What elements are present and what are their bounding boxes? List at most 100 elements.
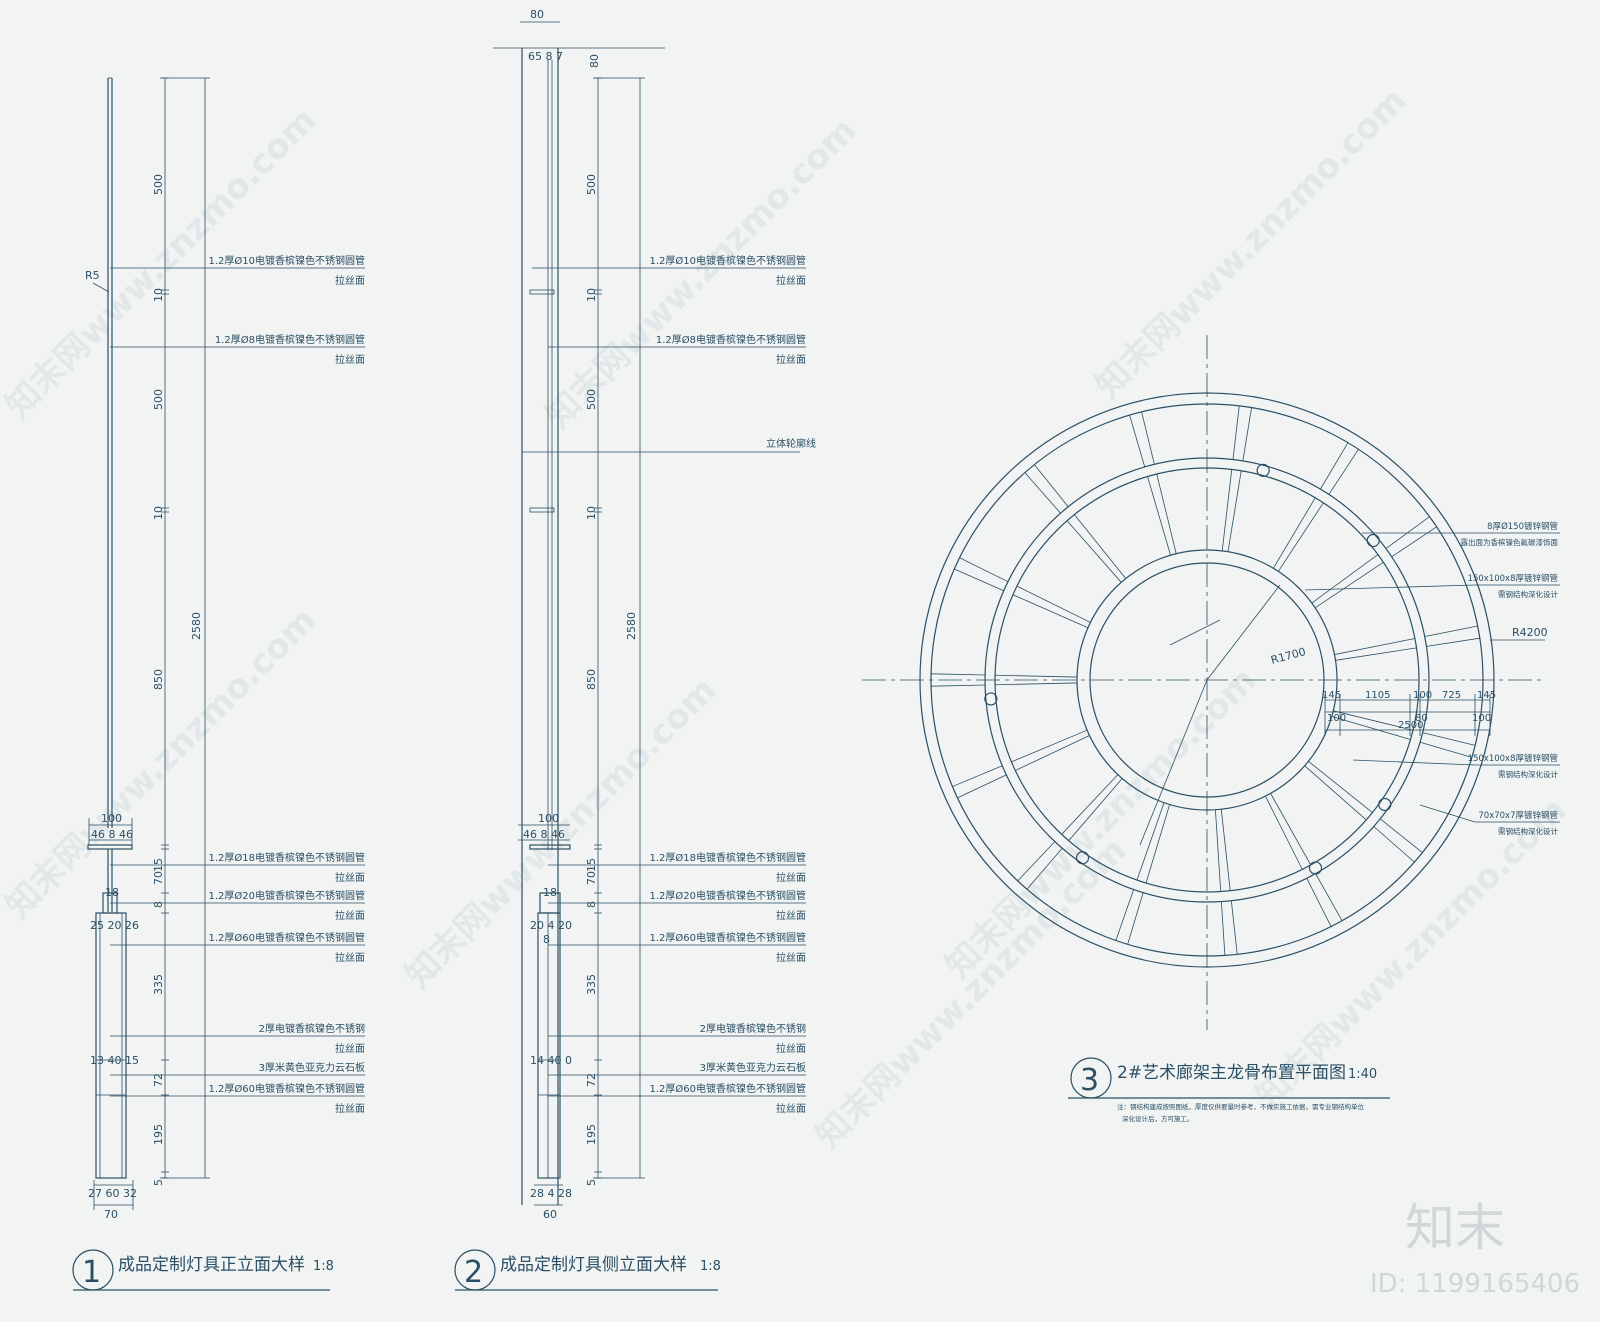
outline-note: 立体轮廓线 (766, 437, 816, 450)
finish-label: 拉丝面 (335, 1102, 365, 1115)
dim-label: 70 (152, 871, 165, 885)
finish-label: 拉丝面 (335, 871, 365, 884)
spoke-beam (1074, 514, 1127, 579)
ring-middle (984, 457, 1430, 903)
dim-label: 195 (152, 1124, 165, 1145)
dim-label: 70 (104, 1208, 118, 1221)
callout-leader (1352, 759, 1476, 766)
material-label: 1.2厚Ø8电镀香槟镍色不锈钢圆管 (215, 333, 365, 346)
callout-label: 8厚Ø150镀锌钢管 (1487, 521, 1558, 532)
spoke-beam (1156, 473, 1177, 554)
note-line: 注：钢结构建成按照图纸，厚度仅供要量时参考，不做实施工依据，需专业钢结构单位 (1117, 1102, 1365, 1111)
lamp-body (95, 912, 127, 1179)
callout-label: 150x100x8厚镀锌钢管 (1468, 573, 1558, 584)
spoke-beam (1328, 449, 1359, 495)
finish-label: 拉丝面 (335, 353, 365, 366)
dim-label: 10 (152, 506, 165, 520)
note-line: 深化设计后，方可施工。 (1122, 1114, 1194, 1123)
spoke-beam (1422, 732, 1476, 746)
finish-label: 拉丝面 (776, 871, 806, 884)
dim-label: 8 (585, 901, 598, 908)
dim-label: 18 (543, 886, 557, 899)
spoke-beam (1015, 735, 1090, 771)
spoke-beam (1315, 873, 1343, 921)
spoke-beam (1391, 526, 1437, 558)
material-label: 1.2厚Ø60电镀香槟镍色不锈钢圆管 (209, 931, 366, 944)
dim-label: 500 (152, 174, 165, 195)
finish-label: 拉丝面 (776, 1102, 806, 1115)
radius-label: R4200 (1512, 626, 1548, 639)
spoke-beam (1221, 469, 1233, 551)
spoke-beam (1331, 716, 1411, 740)
dim-label: 100 (1472, 713, 1491, 724)
ring-outer (919, 392, 1495, 968)
material-label: 1.2厚Ø20电镀香槟镍色不锈钢圆管 (209, 889, 366, 902)
finish-label: 拉丝面 (776, 274, 806, 287)
spoke-beam (1273, 497, 1316, 569)
dim-label: 335 (585, 974, 598, 995)
spoke-beam (1230, 900, 1238, 955)
dim-label: 46 8 46 (91, 828, 133, 841)
dim-label: 46 8 46 (523, 828, 565, 841)
spoke-beam (1232, 405, 1240, 460)
callout-leader (1419, 804, 1476, 823)
watermark-text: 知末网www.znzmo.com (1088, 80, 1414, 406)
dim-label: 80 (1415, 713, 1428, 724)
dim-label: 100 (538, 812, 559, 825)
dim-label: 500 (152, 389, 165, 410)
dim-label: 18 (105, 886, 119, 899)
spoke-beam (1379, 818, 1423, 853)
spoke-beam (1061, 774, 1119, 835)
radius-label: R1700 (1269, 645, 1307, 667)
radius-label: R5 (85, 269, 100, 282)
dim-label: 13 40 15 (90, 1054, 139, 1067)
spoke-beam (1320, 442, 1349, 490)
spoke-beam (1012, 594, 1089, 629)
spoke-beam (931, 684, 986, 687)
spoke-beam (959, 557, 1009, 583)
spoke-beam (1215, 809, 1222, 892)
dim-label: 500 (585, 389, 598, 410)
spoke-beam (1334, 638, 1415, 655)
spoke-beam (1016, 585, 1091, 623)
disc-plate (87, 844, 133, 850)
callout-sub: 需钢结构深化设计 (1498, 589, 1558, 599)
material-label: 1.2厚Ø18电镀香槟镍色不锈钢圆管 (650, 851, 807, 864)
dim-label: 5 (585, 1179, 598, 1186)
spoke-beam (1304, 765, 1367, 821)
finish-label: 拉丝面 (335, 951, 365, 964)
spoke-beam (1068, 778, 1123, 841)
callout-label: 70x70x7厚镀锌钢管 (1478, 810, 1558, 821)
spoke-beam (1311, 554, 1379, 604)
dim-label: 145 (1322, 690, 1341, 701)
dim-label: 100 (1327, 713, 1346, 724)
spoke-beam (1011, 729, 1088, 763)
finish-label: 拉丝面 (776, 1042, 806, 1055)
dim-label: 72 (585, 1073, 598, 1087)
dim-label: 10 (152, 288, 165, 302)
total-dim-label: 2580 (190, 612, 203, 640)
spoke-beam (1026, 848, 1063, 890)
dim-label: 850 (585, 669, 598, 690)
finish-label: 拉丝面 (776, 951, 806, 964)
material-label: 3厚米黄色亚克力云石板 (700, 1061, 806, 1074)
spoke-beam (1308, 760, 1373, 813)
ring-inner (1089, 562, 1325, 798)
spoke-beam (954, 568, 1004, 592)
dim-label: 100 (1413, 690, 1432, 701)
spoke-beam (952, 765, 1003, 787)
finish-label: 拉丝面 (335, 274, 365, 287)
spoke-beam (1127, 892, 1144, 945)
watermark-text: 知末网www.znzmo.com (538, 110, 864, 436)
dim-label: 8 (543, 933, 550, 946)
steel-post (1256, 463, 1270, 477)
dim-label: 195 (585, 1124, 598, 1145)
material-label: 1.2厚Ø10电镀香槟镍色不锈钢圆管 (209, 254, 366, 267)
finish-label: 拉丝面 (776, 909, 806, 922)
dim-label: 14 40 0 (530, 1054, 572, 1067)
dim-label: 80 (530, 8, 544, 21)
view-scale: 1:8 (313, 1259, 334, 1274)
spoke-beam (1129, 414, 1146, 468)
material-label: 2厚电镀香槟镍色不锈钢 (259, 1022, 365, 1035)
